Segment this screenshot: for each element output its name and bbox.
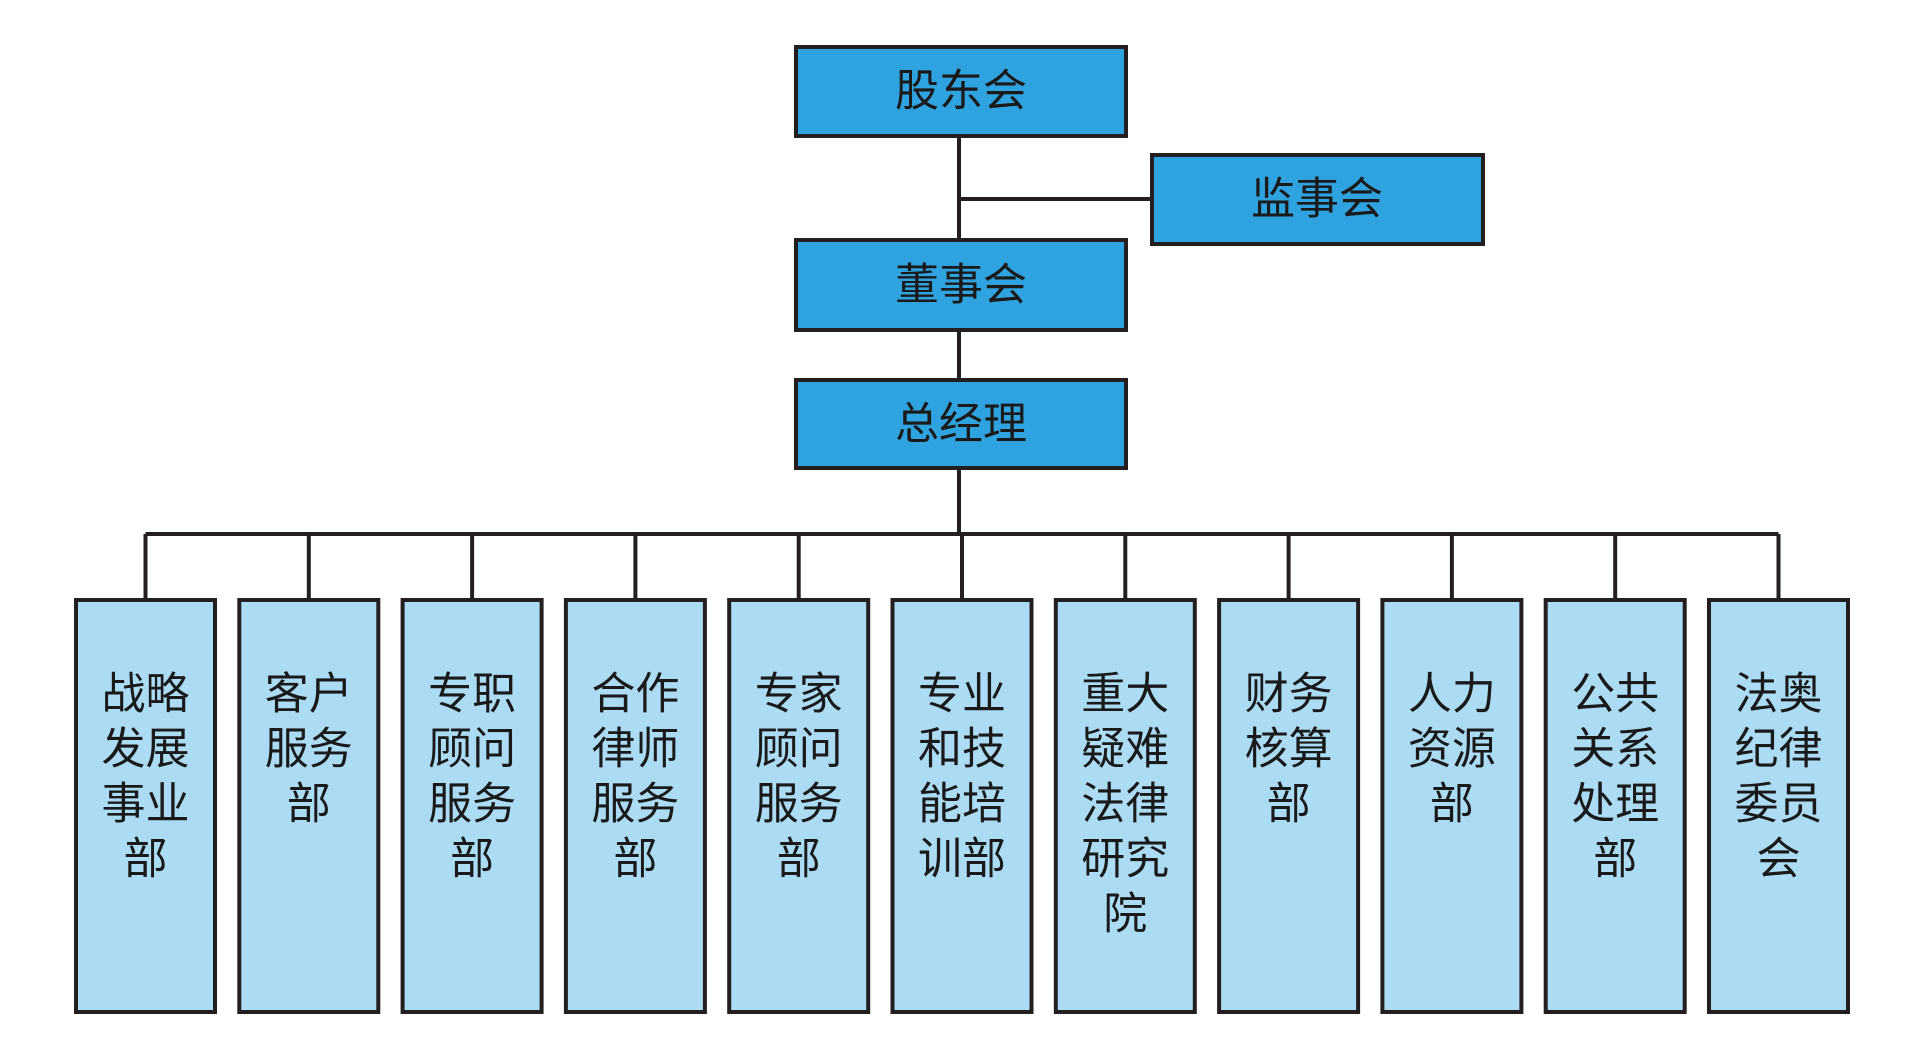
- department-label-line: 资源: [1408, 724, 1496, 775]
- department-label-line: 部: [1593, 834, 1637, 885]
- supervisors-label: 监事会: [1251, 174, 1383, 225]
- department-label-line: 战略: [102, 669, 190, 720]
- department-label-line: 部: [124, 834, 168, 885]
- department-label-line: 合作: [591, 669, 679, 720]
- supervisors-box[interactable]: 监事会: [1150, 153, 1485, 246]
- department-label-line: 事业: [102, 779, 190, 830]
- department-label-line: 部: [1430, 779, 1474, 830]
- department-label-line: 客户: [265, 669, 353, 720]
- department-label-line: 财务: [1245, 669, 1333, 720]
- shareholders-label: 股东会: [895, 66, 1027, 117]
- department-label-line: 部: [287, 779, 331, 830]
- department-boxes: 战略发展事业部客户服务部专职顾问服务部合作律师服务部专家顾问服务部专业和技能培训…: [74, 598, 1850, 1014]
- department-label-line: 公共: [1571, 669, 1659, 720]
- gm-box[interactable]: 总经理: [794, 378, 1128, 470]
- department-label-line: 委员: [1735, 779, 1823, 830]
- department-label-line: 服务: [428, 779, 516, 830]
- department-label-line: 专家: [755, 669, 843, 720]
- department-label-line: 部: [777, 834, 821, 885]
- department-label-line: 和技: [918, 724, 1006, 775]
- department-label-line: 服务: [591, 779, 679, 830]
- department-label-line: 训部: [918, 834, 1006, 885]
- top-connectors: [957, 136, 1152, 534]
- gm-label: 总经理: [895, 399, 1027, 450]
- department-label-line: 部: [613, 834, 657, 885]
- department-label-line: 部: [450, 834, 494, 885]
- department-label-line: 顾问: [755, 724, 843, 775]
- department-label-line: 顾问: [428, 724, 516, 775]
- department-label-line: 专职: [428, 669, 516, 720]
- department-label-line: 发展: [102, 724, 190, 775]
- board-label: 董事会: [895, 260, 1027, 311]
- department-label-line: 法律: [1081, 779, 1169, 830]
- department-label-line: 专业: [918, 669, 1006, 720]
- department-label-line: 部: [1267, 779, 1311, 830]
- department-label-line: 纪律: [1735, 724, 1823, 775]
- department-label-line: 会: [1757, 834, 1801, 885]
- department-label-line: 重大: [1081, 669, 1169, 720]
- board-box[interactable]: 董事会: [794, 238, 1128, 332]
- department-label-line: 疑难: [1081, 724, 1169, 775]
- department-label-line: 人力: [1408, 669, 1496, 720]
- department-label-line: 服务: [265, 724, 353, 775]
- shareholders-box[interactable]: 股东会: [794, 45, 1128, 138]
- department-connectors: [143, 532, 1781, 600]
- department-label-line: 能培: [918, 779, 1006, 830]
- department-label-line: 律师: [591, 724, 679, 775]
- department-label-line: 核算: [1245, 724, 1333, 775]
- department-label-line: 研究: [1081, 834, 1169, 885]
- department-label-line: 院: [1103, 889, 1147, 940]
- department-label-line: 法奥: [1735, 669, 1823, 720]
- department-label-line: 处理: [1571, 779, 1659, 830]
- department-label-line: 服务: [755, 779, 843, 830]
- department-label-line: 关系: [1571, 724, 1659, 775]
